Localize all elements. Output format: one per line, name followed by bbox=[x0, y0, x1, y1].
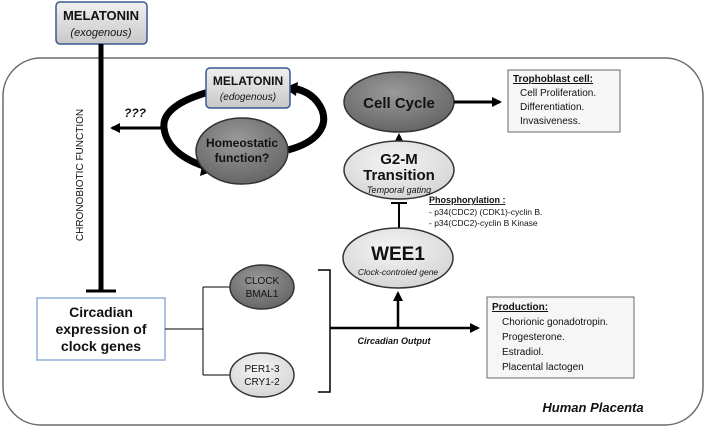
per-cry-node: PER1-3 CRY1-2 bbox=[229, 352, 295, 398]
production-item: Chorionic gonadotropin. bbox=[502, 317, 608, 328]
clock-label: CLOCK bbox=[245, 276, 280, 287]
trophoblast-item: Invasiveness. bbox=[520, 116, 581, 127]
production-item: Estradiol. bbox=[502, 347, 544, 358]
circadian-output-label: Circadian Output bbox=[357, 336, 431, 346]
production-title: Production: bbox=[492, 302, 548, 313]
melatonin-endogenous-sub: (edogenous) bbox=[220, 92, 276, 103]
g2m-sub: Temporal gating bbox=[367, 185, 431, 195]
trophoblast-box: Trophoblast cell: Cell Proliferation. Di… bbox=[507, 69, 621, 133]
trophoblast-title: Trophoblast cell: bbox=[513, 74, 593, 85]
melatonin-exogenous-box: MELATONIN (exogenous) bbox=[55, 1, 148, 45]
cell-cycle-node: Cell Cycle bbox=[343, 71, 455, 133]
trophoblast-item: Differentiation. bbox=[520, 102, 584, 113]
production-item: Progesterone. bbox=[502, 332, 565, 343]
placenta-boundary bbox=[2, 57, 704, 426]
g2m-line1: G2-M bbox=[380, 151, 418, 168]
circadian-expression-box: Circadian expression of clock genes bbox=[36, 297, 166, 361]
phosphorylation-title: Phosphorylation : bbox=[429, 195, 506, 205]
clock-genes-bracket bbox=[318, 269, 331, 393]
melatonin-exogenous-sub: (exogenous) bbox=[70, 27, 131, 39]
chronobiotic-label: CHRONOBIOTIC FUNCTION bbox=[75, 109, 86, 241]
cycle-arrow-right bbox=[287, 84, 328, 154]
production-box: Production: Chorionic gonadotropin. Prog… bbox=[486, 296, 635, 379]
melatonin-endogenous-box: MELATONIN (edogenous) bbox=[205, 67, 291, 109]
trophoblast-item: Cell Proliferation. bbox=[520, 88, 596, 99]
cry-label: CRY1-2 bbox=[244, 377, 280, 388]
wee1-title: WEE1 bbox=[371, 244, 425, 265]
bmal1-label: BMAL1 bbox=[246, 289, 279, 300]
wee1-node: WEE1 Clock-controled gene bbox=[342, 227, 454, 289]
cell-cycle-label: Cell Cycle bbox=[363, 95, 435, 112]
cycle-arrowhead-right bbox=[284, 82, 298, 96]
homeostatic-node: Homeostatic function? bbox=[195, 117, 289, 185]
g2m-line2: Transition bbox=[363, 167, 435, 184]
circadian-line3: clock genes bbox=[61, 338, 141, 354]
melatonin-endogenous-title: MELATONIN bbox=[213, 74, 283, 88]
phosphorylation-item: - p34(CDC2)-cyclin B Kinase bbox=[429, 218, 538, 228]
homeostatic-line2: function? bbox=[215, 151, 270, 165]
g2m-node: G2-M Transition Temporal gating bbox=[343, 140, 455, 200]
production-item: Placental lactogen bbox=[502, 362, 584, 373]
melatonin-exogenous-title: MELATONIN bbox=[63, 8, 139, 23]
per-label: PER1-3 bbox=[244, 364, 279, 375]
unknown-label: ??? bbox=[124, 106, 147, 120]
circadian-line2: expression of bbox=[55, 321, 146, 337]
phosphorylation-item: - p34(CDC2) (CDK1)-cyclin B. bbox=[429, 207, 542, 217]
human-placenta-label: Human Placenta bbox=[542, 400, 643, 415]
homeostatic-line1: Homeostatic bbox=[206, 136, 278, 150]
clock-bmal1-node: CLOCK BMAL1 bbox=[229, 264, 295, 310]
wee1-sub: Clock-controled gene bbox=[358, 267, 439, 277]
circadian-line1: Circadian bbox=[69, 304, 133, 320]
phosphorylation-note: Phosphorylation : - p34(CDC2) (CDK1)-cyc… bbox=[429, 195, 542, 228]
